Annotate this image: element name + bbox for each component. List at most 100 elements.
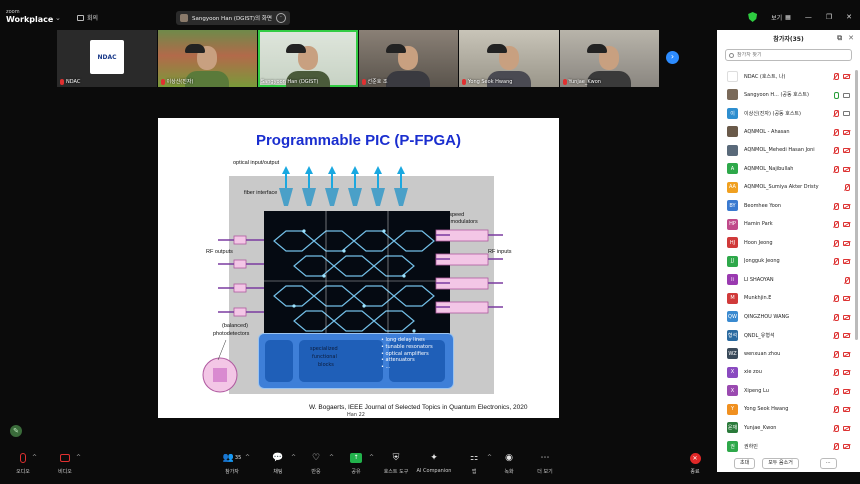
invite-button[interactable]: 초대 xyxy=(734,458,756,469)
annotate-icon[interactable]: ✎ xyxy=(10,425,22,437)
record-button[interactable]: ◉ 녹화 xyxy=(489,452,529,475)
photodetectors-label: photodetectors xyxy=(213,331,250,337)
more-options-icon[interactable]: · xyxy=(276,13,286,23)
participant-name: xie zou xyxy=(744,369,762,376)
share-button[interactable]: ↑ 공유 ^ xyxy=(336,452,376,475)
more-button[interactable]: ··· xyxy=(819,458,837,469)
slide-number: Han 22 xyxy=(347,412,365,418)
participant-video xyxy=(587,44,632,87)
participant-row[interactable]: JJ Jongguk Jeong xyxy=(717,252,860,271)
mute-all-button[interactable]: 모두 음소거 xyxy=(762,458,799,469)
next-page-button[interactable]: › xyxy=(666,51,679,64)
participant-row[interactable]: AQNMOL - Ahasan xyxy=(717,123,860,142)
participant-avatar: X xyxy=(727,366,738,378)
video-tile-name: Yong Seok Hwang xyxy=(468,79,513,85)
mic-muted-icon xyxy=(160,78,165,85)
ai-companion-label: AI Companion xyxy=(416,468,452,474)
participant-name: Jongguk Jeong xyxy=(744,258,780,265)
video-tile[interactable]: Yunjae_Kwon xyxy=(559,30,659,87)
chevron-up-icon[interactable]: ^ xyxy=(75,454,81,461)
react-button[interactable]: ♡ 반응 ^ xyxy=(296,452,336,475)
participant-row[interactable]: Sangyoon H... (공동 호스트) xyxy=(717,86,860,105)
video-tile[interactable]: Yong Seok Hwang xyxy=(459,30,559,87)
panel-title: 참가자(35) xyxy=(773,35,804,43)
more-toolbar-button[interactable]: ⋯ 더 보기 xyxy=(525,452,565,475)
participant-row[interactable]: AQNMOL_Mehedi Hasan Joni xyxy=(717,141,860,160)
chevron-up-icon[interactable]: ^ xyxy=(328,454,334,461)
shield-icon[interactable] xyxy=(748,12,758,22)
host-tools-button[interactable]: ⛨ 호스트 도구 xyxy=(376,452,416,475)
video-tile-name: Yunjae_Kwon xyxy=(568,79,601,85)
chevron-up-icon[interactable]: ^ xyxy=(486,454,492,461)
mic-muted-icon xyxy=(833,369,839,376)
camera-off-icon xyxy=(843,388,850,394)
restore-icon[interactable]: ❐ xyxy=(825,13,833,21)
shared-screen-slide: Programmable PIC (P-FPGA) optical input/… xyxy=(158,118,559,418)
meeting-tab[interactable]: 회의 xyxy=(77,13,98,22)
participant-avatar: 권 xyxy=(727,440,738,452)
camera-on-icon xyxy=(843,111,850,116)
apps-button[interactable]: ⚏ 앱 ^ xyxy=(454,452,494,475)
video-button[interactable]: 비디오 ^ xyxy=(45,452,85,475)
view-button[interactable]: 보기 ▦ xyxy=(771,13,791,22)
more-label: 더 보기 xyxy=(537,469,553,475)
video-tile-active-speaker[interactable]: Sangyoon Han (DGIST) xyxy=(258,30,358,87)
chevron-up-icon[interactable]: ^ xyxy=(31,454,37,461)
share-indicator[interactable]: Sangyoon Han (DGIST)의 화면 · xyxy=(176,11,290,25)
mic-muted-icon xyxy=(833,332,839,339)
pic-io-graphic xyxy=(202,166,503,393)
participant-avatar: JJ xyxy=(727,255,738,267)
participants-button[interactable]: 👥35 참가자 ^ xyxy=(212,452,252,475)
participant-search[interactable] xyxy=(725,49,852,61)
mic-muted-icon xyxy=(833,128,839,136)
participant-row[interactable]: NDAC (호스트, 나) xyxy=(717,67,860,86)
panel-scrollbar[interactable] xyxy=(855,70,858,340)
end-meeting-button[interactable]: ✕ 종료 xyxy=(675,452,715,475)
video-tile[interactable]: NDAC NDAC xyxy=(57,30,157,87)
video-tile-name: 이상신(진자) xyxy=(166,79,194,85)
participant-search-input[interactable] xyxy=(737,52,847,58)
minimize-icon[interactable]: — xyxy=(804,13,812,21)
video-tile[interactable]: 이상신(진자) xyxy=(157,30,257,87)
camera-on-icon xyxy=(843,92,850,98)
chevron-up-icon[interactable]: ^ xyxy=(290,454,296,461)
close-panel-icon[interactable]: ✕ xyxy=(848,34,854,42)
close-icon[interactable]: ✕ xyxy=(846,13,852,21)
popout-icon[interactable]: ⧉ xyxy=(837,34,843,42)
chevron-up-icon[interactable]: ^ xyxy=(244,454,250,461)
video-tile[interactable]: 선준호 조 xyxy=(358,30,458,87)
chat-button[interactable]: 💬 채팅 ^ xyxy=(258,452,298,475)
video-thumbnail-strip: NDAC NDAC 이상신(진자) Sangyoon Han (DGIST) 선… xyxy=(57,30,659,87)
participant-name: QNDL_유형석 xyxy=(744,332,775,339)
participant-name: AQNMOL_Sumiya Akter Dristy xyxy=(744,184,819,191)
ai-companion-button[interactable]: ✦ AI Companion xyxy=(414,452,454,474)
camera-off-icon xyxy=(843,425,850,431)
camera-off-icon xyxy=(843,296,850,301)
audio-button[interactable]: 오디오 ^ xyxy=(3,452,43,475)
participants-icon: 👥 xyxy=(222,453,234,463)
slide-title: Programmable PIC (P-FPGA) xyxy=(255,132,462,149)
chevron-down-icon[interactable]: ⌄ xyxy=(55,14,61,22)
camera-off-icon xyxy=(843,129,850,135)
chevron-up-icon[interactable]: ^ xyxy=(368,454,374,461)
participant-name: Munkhjin.E xyxy=(744,295,772,302)
mic-muted-icon xyxy=(562,79,567,85)
mic-muted-icon xyxy=(833,221,839,228)
